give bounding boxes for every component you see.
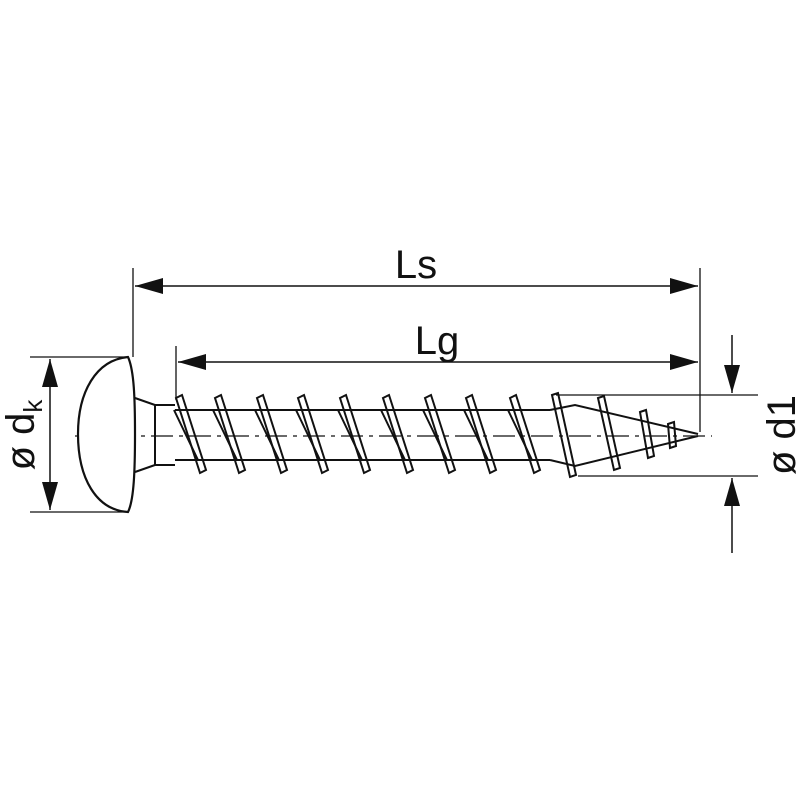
thread-flight [295,409,321,461]
thread-flight [174,393,208,475]
thread-flight [464,393,498,475]
thread-flight [596,394,622,472]
thread-flight [338,393,372,475]
thread-flight [550,391,578,479]
thread-flight [508,393,542,475]
thread-flight [507,409,533,461]
thread-flight [423,393,457,475]
screw-head [76,355,137,514]
thread-flight [463,409,489,461]
thread-flight [638,408,656,460]
svg-text:ø dk: ø dk [0,399,48,471]
thread-flight [296,393,330,475]
dk-label-main: ø d [0,413,43,471]
thread-flight [381,393,415,475]
thread-flight [422,409,448,461]
screw-neck [134,397,156,473]
thread-flight [173,409,199,461]
thread-flight [254,409,280,461]
lg-label: Lg [415,319,460,363]
thread-flight [212,409,238,461]
thread-flight [337,409,363,461]
extension-lines [30,268,758,513]
thread-flight [666,420,678,450]
thread-flight [213,393,247,475]
dk-label: ø dk [0,399,48,471]
screw-thread [173,391,678,479]
thread-flight [380,409,406,461]
dk-label-subscript: k [18,399,48,413]
d1-label: ø d1 [760,395,800,475]
thread-flight [255,393,289,475]
d1-label-text: ø d1 [760,395,800,475]
ls-label: Ls [395,243,437,287]
